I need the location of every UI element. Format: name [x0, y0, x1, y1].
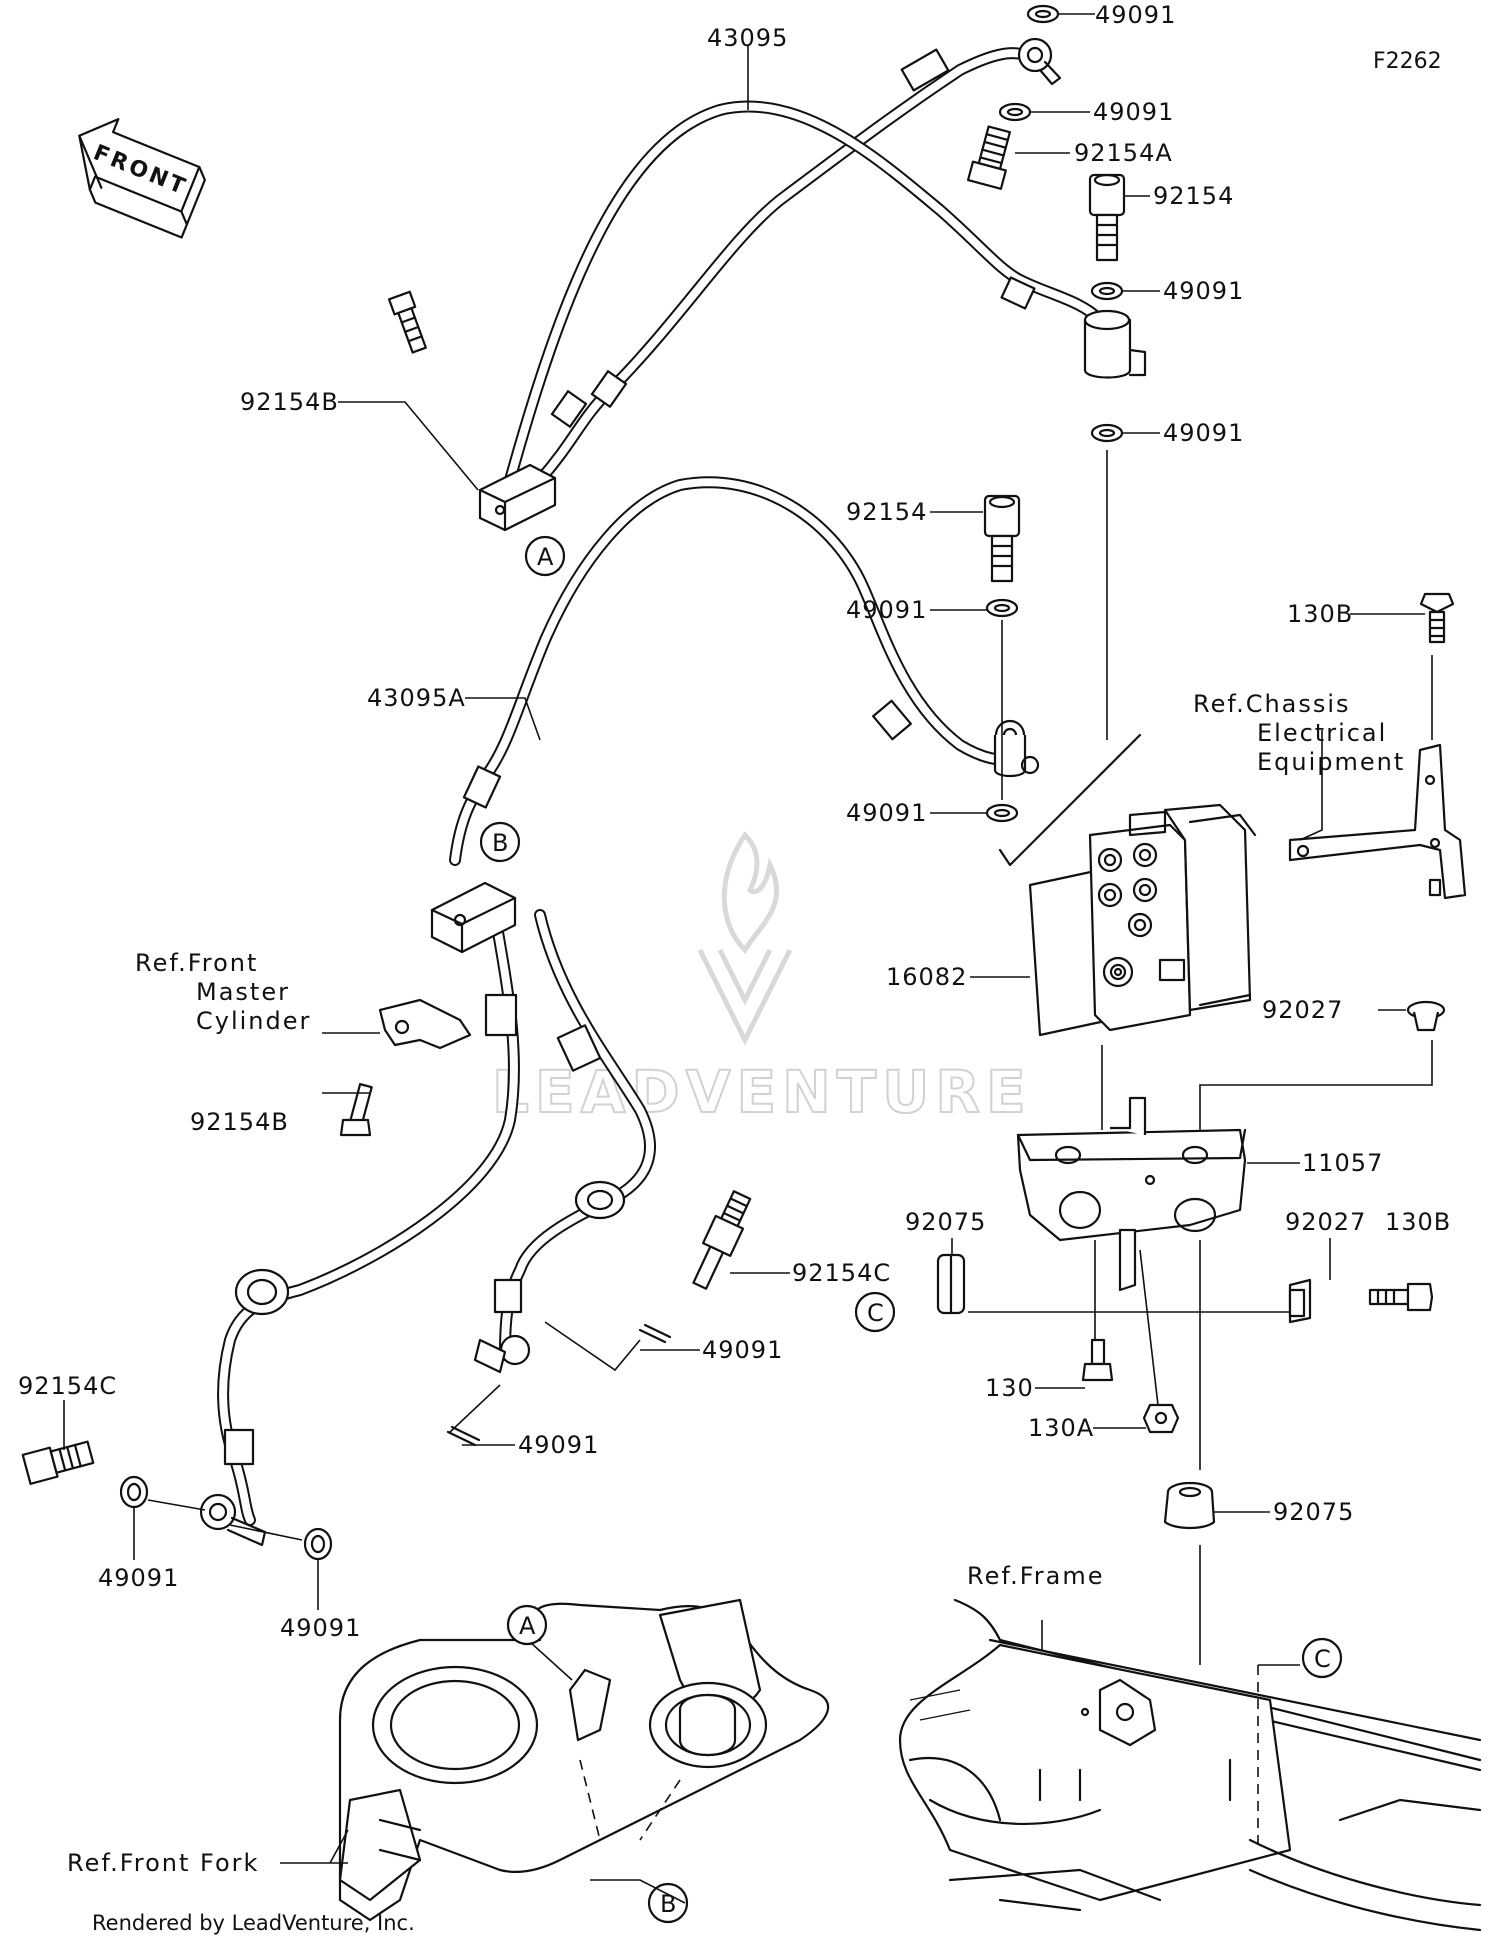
part-label: 49091: [702, 1336, 783, 1364]
part-label: 49091: [1163, 419, 1244, 447]
watermark-logo: LEADVENTURE: [491, 831, 1032, 1127]
part-label: 49091: [1093, 98, 1174, 126]
part-label: 92154C: [18, 1372, 117, 1400]
part-label: 92154B: [190, 1108, 289, 1136]
ref-frame: Ref.Frame: [967, 1562, 1104, 1590]
part-label: 49091: [846, 596, 927, 624]
part-label: 92075: [905, 1208, 986, 1236]
washer-icon: [1026, 4, 1060, 24]
ref-chassis-line3: Equipment: [1257, 748, 1405, 776]
part-label: 130B: [1287, 600, 1353, 628]
diagram-code: F2262: [1373, 49, 1442, 74]
part-label: 43095: [707, 24, 788, 52]
part-label: 92154: [846, 498, 927, 526]
frame-section: [898, 1598, 1482, 1932]
part-label: 49091: [846, 799, 927, 827]
watermark-text: LEADVENTURE: [492, 1058, 1032, 1126]
ref-master-line3: Cylinder: [196, 1007, 311, 1035]
part-label: 130B: [1385, 1208, 1451, 1236]
marker-c-right: C: [1314, 1645, 1332, 1673]
chassis-bracket: [1288, 592, 1467, 1032]
ref-master-line2: Master: [196, 978, 290, 1006]
part-label: 92027: [1285, 1208, 1366, 1236]
footer-credit: Rendered by LeadVenture, Inc.: [92, 1911, 415, 1935]
part-label: 92075: [1273, 1498, 1354, 1526]
abs-bracket: [1016, 1096, 1247, 1292]
front-arrow-icon: [78, 118, 206, 239]
marker-a-top: A: [537, 543, 554, 571]
part-label: 92154: [1153, 182, 1234, 210]
brake-hose-43095A: [449, 476, 1040, 866]
marker-c-left: C: [867, 1299, 885, 1327]
part-label: 92154A: [1074, 139, 1173, 167]
front-fork-triple-clamp: [338, 1598, 830, 1922]
brake-hose-43095: [478, 37, 1147, 532]
part-label: 43095A: [367, 684, 466, 712]
abs-hydraulic-unit: [998, 733, 1257, 1037]
mount-hardware: [936, 1253, 1434, 1530]
master-cylinder-bracket: [339, 998, 472, 1137]
part-label: 92154C: [792, 1259, 891, 1287]
part-label: 11057: [1302, 1149, 1383, 1177]
part-label: 92154B: [240, 388, 339, 416]
ref-chassis-line2: Electrical: [1257, 719, 1387, 747]
part-label: 49091: [280, 1614, 361, 1642]
leader-lines: [63, 13, 1433, 1864]
part-label: 49091: [518, 1431, 599, 1459]
bottom-banjo-fittings: [21, 1190, 752, 1561]
ref-chassis-line1: Ref.Chassis: [1193, 690, 1351, 718]
circle-markers: A B C A B C: [479, 535, 1343, 1924]
callout-labels: 43095 49091 49091 92154A 92154 49091 490…: [18, 1, 1451, 1642]
reference-notes: Ref.Chassis Electrical Equipment Ref.Fro…: [67, 690, 1405, 1877]
lower-brake-hoses: [199, 881, 656, 1547]
part-label: 130A: [1028, 1414, 1094, 1442]
washers-bolts-upper: [387, 4, 1126, 823]
ref-front-fork: Ref.Front Fork: [67, 1849, 259, 1877]
part-label: 49091: [98, 1564, 179, 1592]
ref-master-line1: Ref.Front: [135, 949, 258, 977]
marker-a-bottom: A: [519, 1612, 536, 1640]
part-label: 49091: [1095, 1, 1176, 29]
part-label: 92027: [1262, 996, 1343, 1024]
part-label: 130: [985, 1374, 1034, 1402]
part-label: 16082: [886, 963, 967, 991]
part-label: 49091: [1163, 277, 1244, 305]
marker-b-top: B: [492, 829, 509, 857]
